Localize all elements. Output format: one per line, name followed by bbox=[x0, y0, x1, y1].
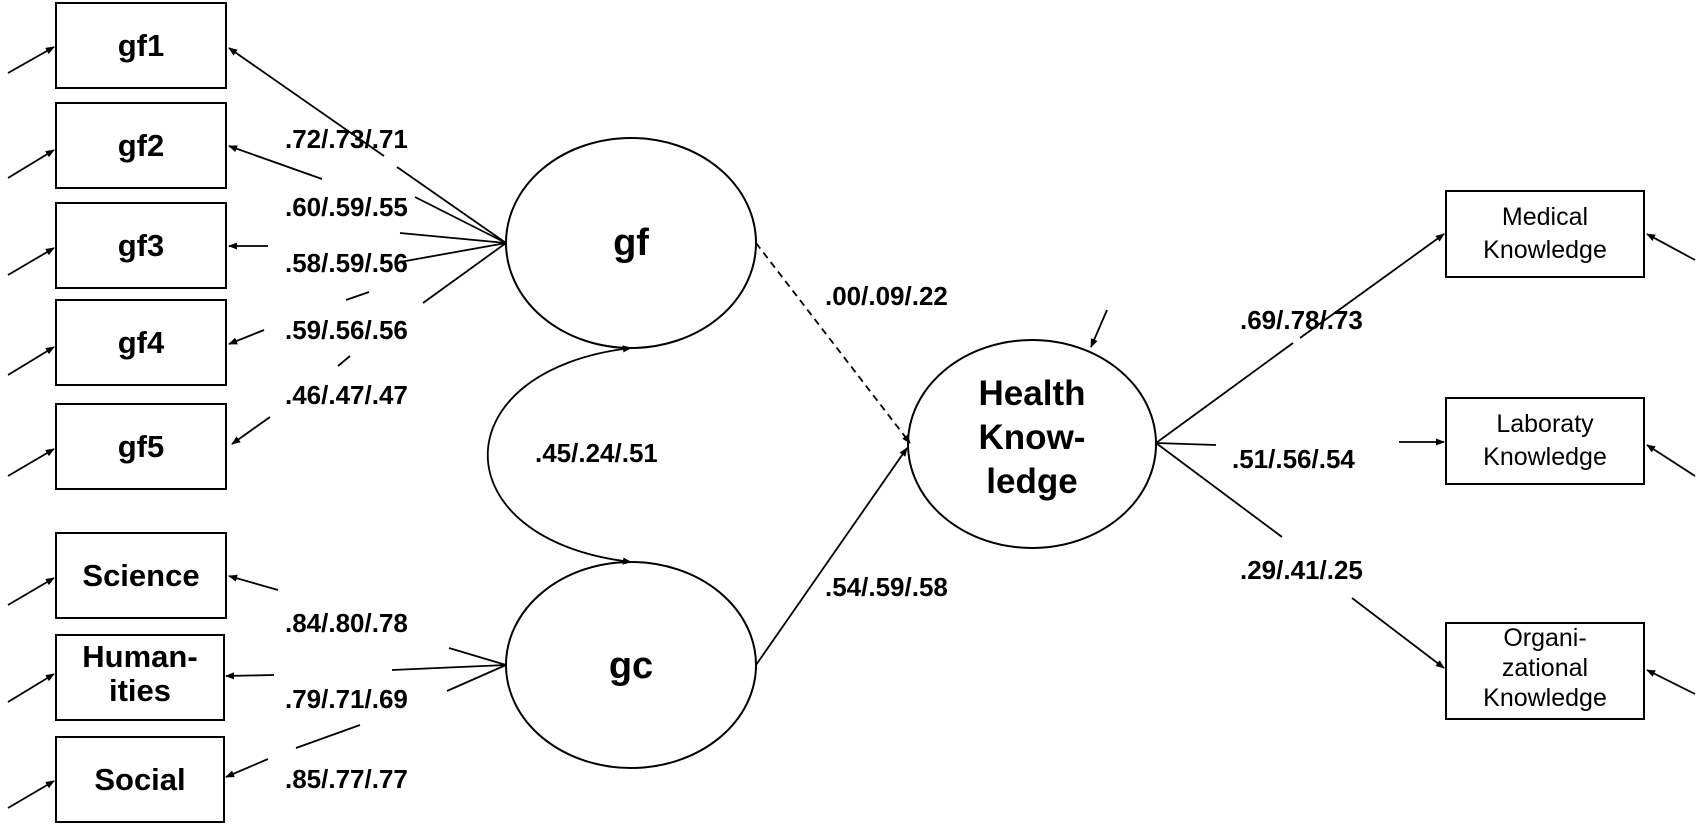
gf-loading-lines bbox=[228, 47, 507, 445]
loading-humanities: .79/.71/.69 bbox=[285, 684, 408, 714]
error-arrows-left bbox=[7, 46, 55, 809]
loading-gf4: .59/.56/.56 bbox=[285, 315, 408, 345]
path-gf-health bbox=[755, 242, 911, 444]
indicator-gf1: gf1 bbox=[55, 2, 227, 89]
loading-gf1: .72/.73/.71 bbox=[285, 124, 408, 154]
path-label-gc-health: .54/.59/.58 bbox=[825, 572, 948, 602]
loading-medical: .69/.78/.73 bbox=[1240, 305, 1363, 335]
disturbance-arrow bbox=[1090, 309, 1108, 348]
indicator-gf5-label: gf5 bbox=[118, 429, 165, 464]
latent-gc: gc bbox=[505, 561, 757, 769]
indicator-gf4-label: gf4 bbox=[118, 325, 165, 360]
loading-science: .84/.80/.78 bbox=[285, 608, 408, 638]
indicator-humanities-label: Human-ities bbox=[82, 639, 197, 708]
indicator-humanities: Human-ities bbox=[55, 634, 225, 721]
loading-gf2: .60/.59/.55 bbox=[285, 192, 408, 222]
path-label-gf-health: .00/.09/.22 bbox=[825, 281, 948, 311]
path-gc-health bbox=[755, 447, 908, 666]
indicator-gf3: gf3 bbox=[55, 202, 227, 289]
loading-laboratory: .51/.56/.54 bbox=[1232, 444, 1355, 474]
loading-gf5: .46/.47/.47 bbox=[285, 380, 408, 410]
latent-gc-label: gc bbox=[609, 645, 653, 687]
correlation-label: .45/.24/.51 bbox=[535, 438, 658, 468]
gc-loading-lines bbox=[225, 574, 507, 778]
loading-gf3: .58/.59/.56 bbox=[285, 248, 408, 278]
indicator-gf2-label: gf2 bbox=[118, 128, 165, 163]
indicator-social: Social bbox=[55, 736, 225, 823]
indicator-gf4: gf4 bbox=[55, 299, 227, 386]
indicator-gf2: gf2 bbox=[55, 102, 227, 189]
indicator-science: Science bbox=[55, 532, 227, 619]
indicator-gf3-label: gf3 bbox=[118, 228, 165, 263]
outcome-loading-lines bbox=[1155, 233, 1445, 669]
error-arrows-right bbox=[1646, 233, 1696, 695]
indicator-gf5: gf5 bbox=[55, 403, 227, 490]
indicator-social-label: Social bbox=[94, 762, 185, 797]
latent-gf-label: gf bbox=[613, 222, 649, 264]
loading-organizational: .29/.41/.25 bbox=[1240, 555, 1363, 585]
indicator-science-label: Science bbox=[82, 558, 199, 593]
loading-social: .85/.77/.77 bbox=[285, 764, 408, 794]
correlation-gf-gc bbox=[486, 345, 632, 565]
latent-gf: gf bbox=[505, 137, 757, 349]
indicator-gf1-label: gf1 bbox=[118, 28, 165, 63]
